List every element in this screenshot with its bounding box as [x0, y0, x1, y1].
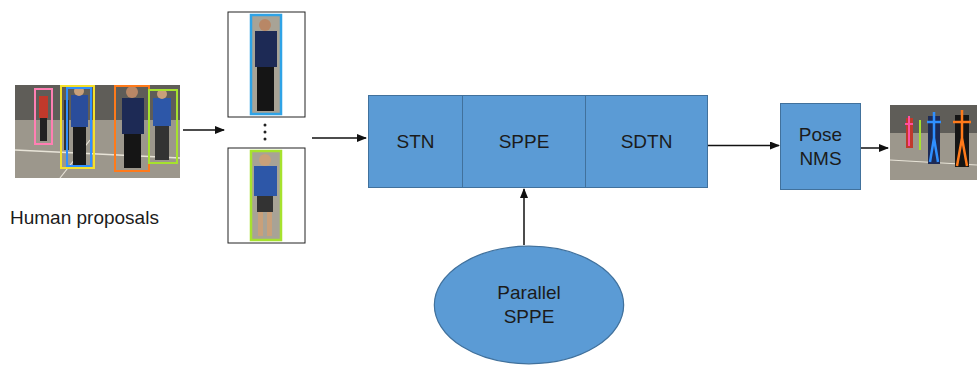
process-box: Pose NMS	[780, 103, 861, 190]
process-box: SPPE	[462, 95, 586, 188]
flow-arrow	[312, 137, 366, 139]
caption-label: Human proposals	[10, 207, 159, 229]
ellipsis-dots	[264, 124, 267, 141]
crop-photo	[228, 12, 305, 117]
crop-photo	[228, 148, 305, 243]
flow-arrow	[708, 145, 779, 147]
ellipse-outline	[433, 245, 625, 365]
process-box: SDTN	[585, 95, 708, 188]
module-ellipse: Parallel SPPE	[433, 245, 625, 365]
node-text: SDTN	[617, 130, 677, 154]
flow-arrow	[183, 129, 224, 131]
process-box: STN	[368, 95, 463, 188]
output-photo	[890, 105, 977, 180]
node-text: STN	[393, 130, 439, 154]
input-photo	[15, 85, 180, 178]
node-text: SPPE	[495, 130, 554, 154]
node-text: Parallel SPPE	[470, 281, 588, 329]
node-text: Pose NMS	[781, 123, 860, 171]
flow-arrow	[523, 189, 525, 245]
